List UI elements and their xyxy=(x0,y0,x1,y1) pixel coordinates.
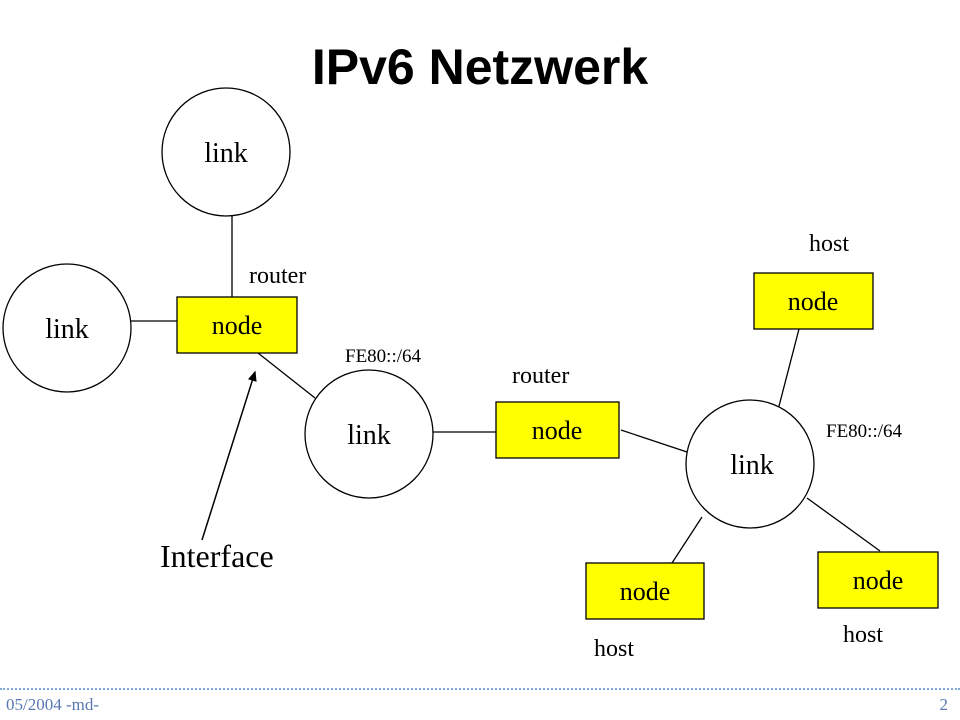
host-label: host xyxy=(809,231,849,257)
link-label: link xyxy=(204,138,248,169)
link-circle xyxy=(161,87,291,217)
footer-date: 05/2004 -md- xyxy=(6,695,100,714)
page-number: 2 xyxy=(939,695,949,714)
node-label: node xyxy=(788,287,839,316)
interface-arrow xyxy=(201,370,257,541)
node-box xyxy=(753,272,874,330)
connections xyxy=(129,215,881,564)
connection-line xyxy=(620,429,691,454)
router-label: router xyxy=(249,263,306,289)
interface-label: Interface xyxy=(160,538,274,574)
link-circle xyxy=(685,399,815,529)
connection-line xyxy=(806,497,881,552)
link-label: link xyxy=(730,450,774,481)
node-box xyxy=(585,562,705,620)
prefix-label: FE80::/64 xyxy=(826,421,903,442)
connection-line xyxy=(257,352,316,399)
page-title: IPv6 Netzwerk xyxy=(311,39,649,95)
link-circle xyxy=(2,263,132,393)
prefix-label: FE80::/64 xyxy=(345,346,422,367)
node-box xyxy=(176,296,298,354)
node-label: node xyxy=(212,311,263,340)
connection-line xyxy=(777,328,800,411)
router-label: router xyxy=(512,363,569,389)
link-circle xyxy=(304,369,434,499)
node-label: node xyxy=(532,416,583,445)
node-label: node xyxy=(853,566,904,595)
node-box xyxy=(817,551,939,609)
host-label: host xyxy=(843,622,883,648)
host-label: host xyxy=(594,636,634,662)
node-label: node xyxy=(620,577,671,606)
link-label: link xyxy=(45,314,89,345)
connection-line xyxy=(671,516,703,564)
node-box xyxy=(495,401,620,459)
link-label: link xyxy=(347,420,391,451)
footer-divider xyxy=(0,688,960,690)
